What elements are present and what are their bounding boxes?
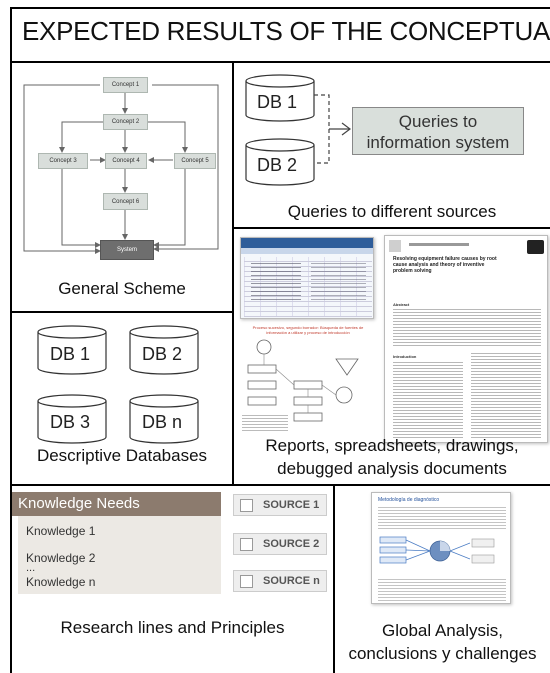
global-doc-figure xyxy=(379,536,495,564)
global-caption-line2: conclusions y challenges xyxy=(348,644,537,663)
general-scheme-connectors xyxy=(23,84,219,254)
queries-box-line1: Queries to xyxy=(398,112,478,131)
concept-2-node: Concept 2 xyxy=(103,114,148,130)
descriptive-db3-label: DB 3 xyxy=(50,412,91,432)
spreadsheet-toolbar xyxy=(241,248,373,254)
spreadsheet-text-block-2 xyxy=(311,260,366,300)
source-2-checkbox[interactable] xyxy=(240,537,253,551)
knowledge-item-1: Knowledge 1 xyxy=(26,524,96,538)
paper-abstract-text xyxy=(393,308,541,346)
reports-caption: Reports, spreadsheets, drawings, debugge… xyxy=(234,434,550,480)
source-1-checkbox[interactable] xyxy=(240,498,253,512)
global-doc-heading: Metodología de diagnóstico xyxy=(378,497,440,503)
descriptive-db-shapes xyxy=(37,325,199,444)
knowledge-needs-header: Knowledge Needs xyxy=(12,492,221,516)
paper-publisher-logo xyxy=(527,240,544,254)
paper-masthead xyxy=(409,243,469,246)
descriptive-db2-label: DB 2 xyxy=(142,344,183,364)
spreadsheet-ribbon xyxy=(241,238,373,248)
paper-title: Resolving equipment failure causes by ro… xyxy=(393,256,497,274)
source-n-label: SOURCE n xyxy=(263,575,320,587)
global-doc-thumbnail: Metodología de diagnóstico xyxy=(371,492,511,604)
knowledge-item-n: Knowledge n xyxy=(26,575,96,589)
spreadsheet-thumbnail xyxy=(240,237,374,319)
paper-abstract-heading: Abstract xyxy=(393,302,410,307)
general-scheme-panel: Concept 1 Concept 2 Concept 3 Concept 4 … xyxy=(12,63,232,311)
flow-diagram-thumbnail: Proceso sucesivo, segundo borrador: Búsq… xyxy=(238,325,378,437)
divider-vertical-bottom xyxy=(333,484,335,673)
query-db2-label: DB 2 xyxy=(257,155,298,175)
reports-caption-line2: debugged analysis documents xyxy=(277,459,507,478)
query-db1-label: DB 1 xyxy=(257,92,298,112)
reports-caption-line1: Reports, spreadsheets, drawings, xyxy=(265,436,519,455)
global-caption-line1: Global Analysis, xyxy=(382,621,503,640)
spreadsheet-text-block xyxy=(251,260,301,300)
paper-logo xyxy=(389,240,401,252)
divider-vertical-top xyxy=(232,61,234,486)
flow-diagram-title: Proceso sucesivo, segundo borrador: Búsq… xyxy=(252,325,364,335)
source-n-row: SOURCE n xyxy=(233,570,327,592)
paper-intro-heading: Introduction xyxy=(393,354,417,359)
divider-row-bottom xyxy=(10,484,550,486)
paper-column-left xyxy=(393,360,463,438)
queries-box-line2: information system xyxy=(366,133,510,152)
knowledge-item-ellipsis: ... xyxy=(26,562,36,574)
divider-title xyxy=(10,61,550,63)
divider-right-1 xyxy=(232,227,550,229)
source-1-label: SOURCE 1 xyxy=(263,499,320,511)
system-node: System xyxy=(100,240,154,260)
descriptive-db1-label: DB 1 xyxy=(50,344,91,364)
descriptive-dbs-caption: Descriptive Databases xyxy=(36,446,208,465)
global-doc-text-bottom xyxy=(378,577,506,601)
research-panel: Knowledge Needs Knowledge 1 Knowledge 2 … xyxy=(12,486,333,673)
global-doc-text-top xyxy=(378,505,506,529)
concept-5-node: Concept 5 xyxy=(174,153,216,169)
queries-info-system-box: Queries to information system xyxy=(352,107,524,155)
queries-caption: Queries to different sources xyxy=(287,202,497,221)
flow-diagram-note xyxy=(242,413,288,431)
research-caption: Research lines and Principles xyxy=(60,618,285,637)
source-n-checkbox[interactable] xyxy=(240,574,253,588)
concept-1-node: Concept 1 xyxy=(103,77,148,93)
descriptive-dbn-label: DB n xyxy=(142,412,183,432)
reports-panel: Proceso sucesivo, segundo borrador: Búsq… xyxy=(234,229,550,484)
concept-6-node: Concept 6 xyxy=(103,193,148,210)
general-scheme-caption: General Scheme xyxy=(58,279,186,298)
page-title: EXPECTED RESULTS OF THE CONCEPTUAL MODEL xyxy=(22,16,550,46)
outer-frame xyxy=(10,7,550,673)
paper-thumbnail: Resolving equipment failure causes by ro… xyxy=(384,235,548,443)
queries-panel: DB 1 DB 2 Queries to information system … xyxy=(234,63,550,227)
global-analysis-panel: Metodología de diagnóstico Global Analys… xyxy=(335,486,550,673)
source-1-row: SOURCE 1 xyxy=(233,494,327,516)
concept-3-node: Concept 3 xyxy=(38,153,88,169)
source-2-row: SOURCE 2 xyxy=(233,533,327,555)
flow-diagram-shapes xyxy=(247,339,359,422)
global-analysis-caption: Global Analysis, conclusions y challenge… xyxy=(335,619,550,665)
concept-4-node: Concept 4 xyxy=(105,153,147,169)
descriptive-dbs-panel: DB 1 DB 2 DB 3 DB n Descriptive Database… xyxy=(12,313,232,484)
queries-db-shapes xyxy=(245,74,351,186)
divider-left-1 xyxy=(10,311,234,313)
knowledge-item-2: Knowledge 2 xyxy=(26,551,96,565)
source-2-label: SOURCE 2 xyxy=(263,538,320,550)
paper-column-right xyxy=(471,352,541,438)
